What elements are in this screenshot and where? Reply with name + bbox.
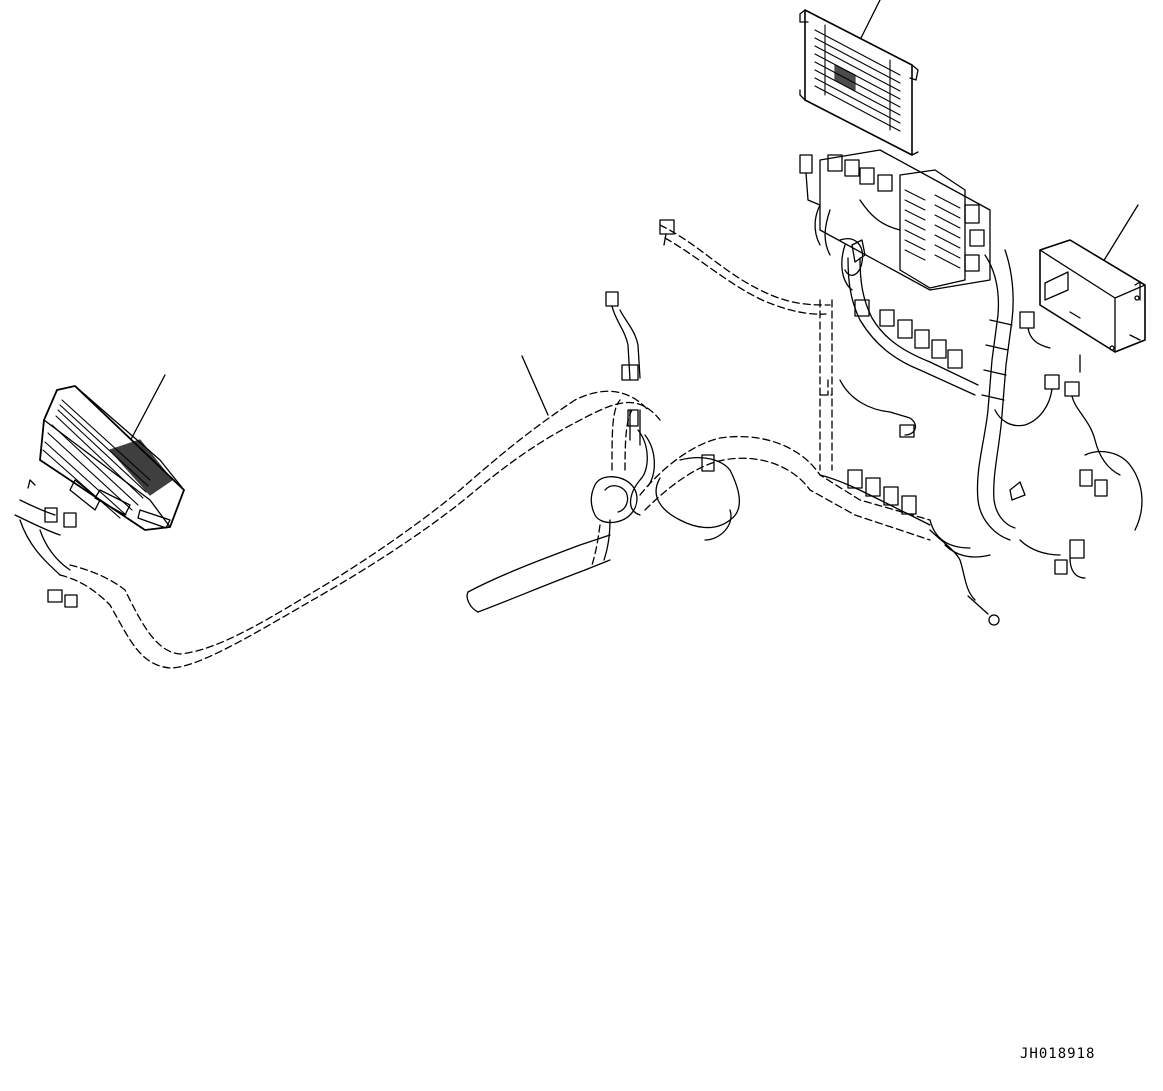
leader-line-monitor xyxy=(128,375,165,445)
fuse-panel-cover-plate xyxy=(800,10,918,175)
leader-line-controller xyxy=(1103,205,1138,262)
centre-junction xyxy=(467,477,637,612)
branch-harness-upper xyxy=(606,292,654,515)
display-monitor xyxy=(15,386,184,607)
controller-box xyxy=(1040,240,1145,372)
middle-dashed-harness xyxy=(640,225,930,540)
right-vertical-harness xyxy=(840,240,1050,540)
right-connector-harness xyxy=(995,375,1142,578)
lower-connector-harness xyxy=(820,470,990,600)
ground-terminal xyxy=(968,596,999,625)
fuse-relay-block xyxy=(800,150,990,290)
floor-wiring-harness xyxy=(60,391,660,668)
middle-solid-harness xyxy=(656,220,739,540)
leader-line-plate xyxy=(860,0,880,40)
drawing-code: JH018918 xyxy=(1020,1046,1096,1062)
leader-line-harness xyxy=(522,356,548,415)
